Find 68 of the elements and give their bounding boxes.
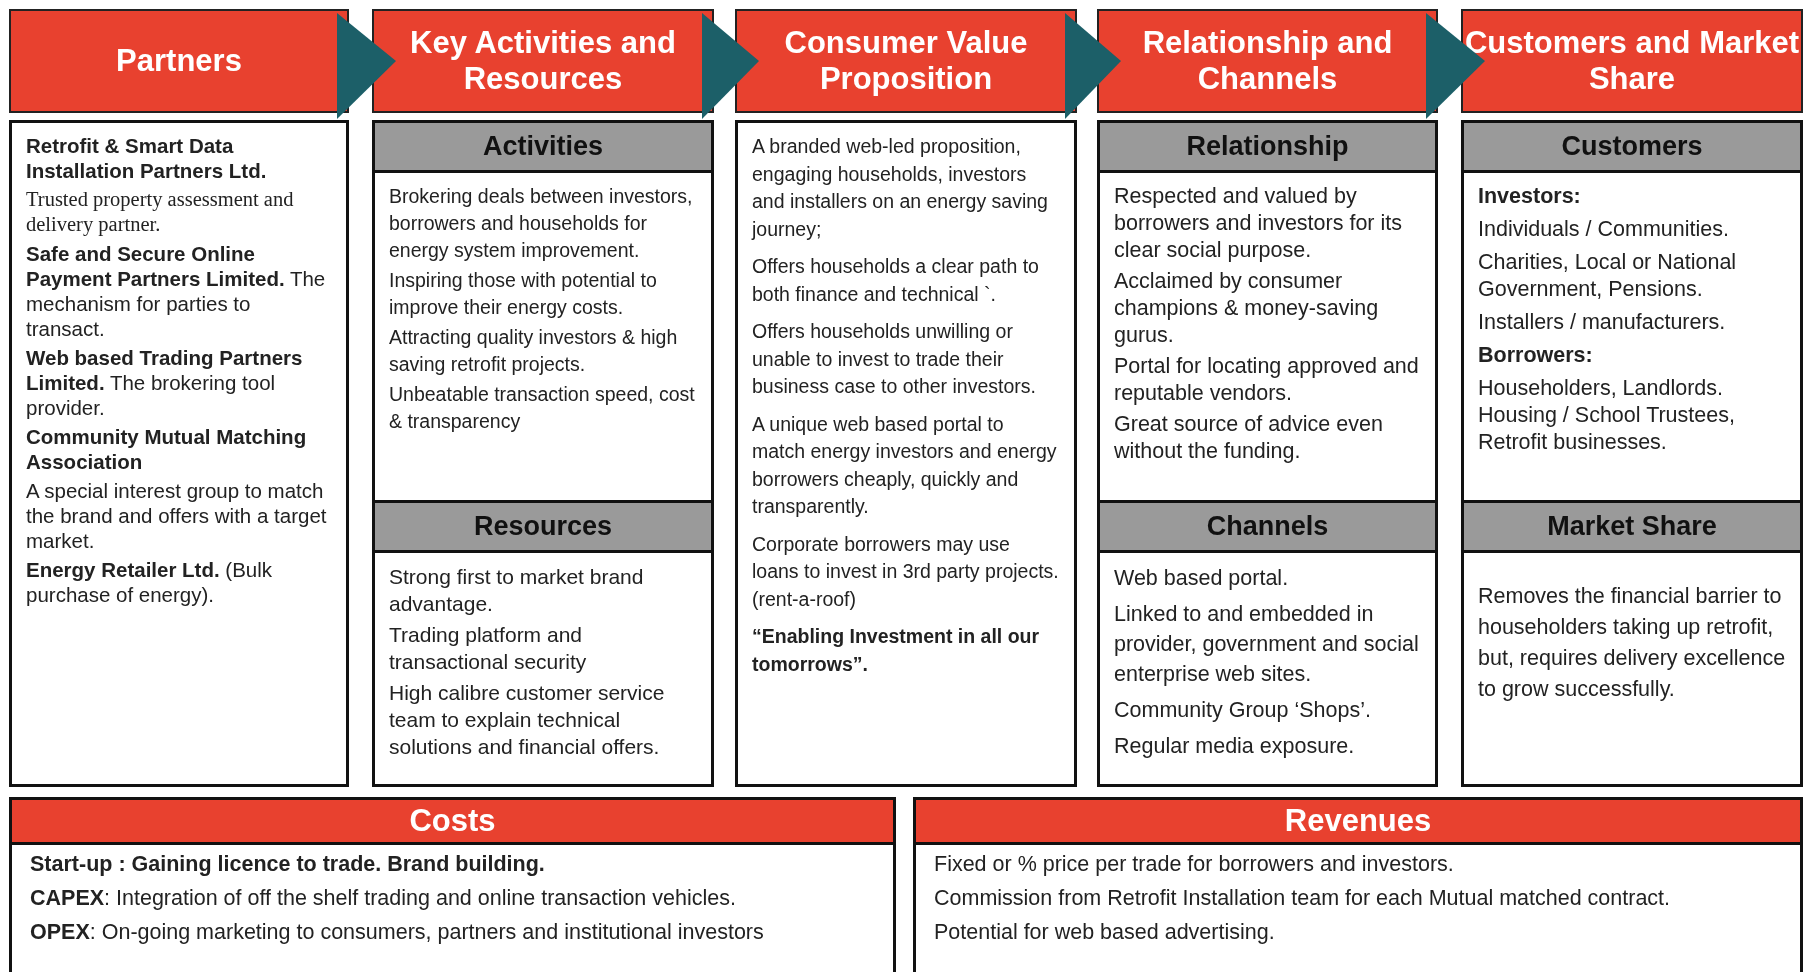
section-text: Linked to and embedded in provider, government and social enterprise web sites. — [1114, 601, 1420, 688]
canvas-panel — [1097, 120, 1438, 503]
canvas-panel — [735, 120, 1077, 787]
section-text: Web based Trading Partners Limited. The brokering tool provider. — [26, 345, 304, 420]
section-text: Respected and valued by borrowers and investors for its clear social purpose. — [1114, 183, 1403, 264]
section-heading: Customers — [1464, 123, 1800, 173]
canvas-panel — [9, 120, 349, 787]
column-header-banner: Consumer Value Proposition — [735, 9, 1077, 113]
section-panel — [9, 797, 896, 972]
section-text: Trading platform and transactional security — [389, 622, 588, 675]
section-text: Regular media exposure. — [1114, 733, 1356, 760]
section-text: Acclaimed by consumer champions & money-saving gurus. — [1114, 268, 1380, 349]
section-text: Corporate borrowers may use loans to invest in 3rd party projects. (rent-a-roof) — [752, 531, 1060, 612]
section-text: Attracting quality investors & high saving retrofit projects. — [389, 325, 679, 377]
canvas-panel — [1461, 500, 1803, 787]
section-text: Commission from Retrofit Installation team for each Mutual matched contract. — [934, 885, 1672, 912]
section-text: Potential for web based advertising. — [934, 919, 1276, 946]
section-text: Strong first to market brand advantage. — [389, 564, 645, 617]
section-heading: Channels — [1100, 503, 1435, 553]
section-text: A special interest group to match the brand and offers with a target market. — [26, 478, 328, 553]
section-text: Inspiring those with potential to improve their energy costs. — [389, 268, 658, 320]
section-heading: Revenues — [916, 800, 1800, 845]
chevron-arrow — [702, 13, 759, 119]
section-text: Borrowers: — [1478, 342, 1594, 369]
section-text: CAPEX: Integration of off the shelf trading and online transaction vehicles. — [30, 885, 737, 912]
section-heading: Relationship — [1100, 123, 1435, 173]
canvas-panel — [372, 120, 714, 503]
canvas-panel — [1461, 120, 1803, 503]
section-text: Brokering deals between investors, borrowers and households for energy system improvement. — [389, 184, 694, 263]
chevron-arrow — [1426, 13, 1485, 119]
canvas-panel — [372, 500, 714, 787]
chevron-arrow — [1065, 13, 1121, 119]
section-text: Portal for locating approved and reputable vendors. — [1114, 353, 1420, 407]
column-header-banner: Key Activities and Resources — [372, 9, 714, 113]
section-text: Offers households a clear path to both finance and technical `. — [752, 254, 1040, 307]
section-text: Installers / manufacturers. — [1478, 309, 1727, 336]
chevron-arrow — [337, 13, 396, 119]
section-panel — [913, 797, 1803, 972]
section-text: High calibre customer service team to explain technical solutions and financial offers. — [389, 680, 666, 760]
section-text: Householders, Landlords. Housing / School Trustees, Retrofit businesses. — [1478, 375, 1736, 456]
section-heading: Costs — [12, 800, 893, 845]
section-text: Charities, Local or National Government, Pensions. — [1478, 249, 1738, 303]
section-heading: Resources — [375, 503, 711, 553]
section-text: OPEX: On-going marketing to consumers, partners and institutional investors — [30, 919, 765, 946]
section-text: Safe and Secure Online Payment Partners Limited. The mechanism for parties to transact. — [26, 241, 327, 341]
section-heading: Activities — [375, 123, 711, 173]
section-text: Energy Retailer Ltd. (Bulk purchase of energy). — [26, 557, 274, 607]
section-text: Investors: — [1478, 183, 1582, 210]
section-text: Great source of advice even without the funding. — [1114, 411, 1384, 465]
canvas-panel — [1097, 500, 1438, 787]
section-text: Retrofit & Smart Data Installation Partners Ltd. — [26, 133, 268, 183]
section-text: Web based portal. — [1114, 565, 1290, 592]
section-text: Community Mutual Matching Association — [26, 424, 308, 474]
section-text: Individuals / Communities. — [1478, 216, 1730, 243]
section-text: Start-up : Gaining licence to trade. Brand building. — [30, 851, 546, 878]
section-text: Unbeatable transaction speed, cost & transparency — [389, 382, 696, 434]
section-text: Trusted property assessment and delivery partner. — [26, 187, 295, 237]
section-text: Offers households unwilling or unable to invest to trade their business case to other investors. — [752, 319, 1037, 399]
column-header-banner: Partners — [9, 9, 349, 113]
column-header-banner: Customers and Market Share — [1461, 9, 1803, 113]
section-text: Removes the financial barrier to householders taking up retrofit, but, requires delivery excellence to grow successfully. — [1478, 583, 1786, 703]
section-text: Fixed or % price per trade for borrowers and investors. — [934, 851, 1455, 878]
column-header-banner: Relationship and Channels — [1097, 9, 1438, 113]
section-text: Community Group ‘Shops’. — [1114, 697, 1372, 724]
section-text: “Enabling Investment in all our tomorrows”. — [752, 624, 1041, 677]
section-text: A unique web based portal to match energy investors and energy borrowers cheaply, quickly and transparently. — [752, 411, 1058, 519]
section-text: A branded web-led proposition, engaging households, investors and installers on an energy saving journey; — [752, 134, 1049, 242]
section-heading: Market Share — [1464, 503, 1800, 553]
